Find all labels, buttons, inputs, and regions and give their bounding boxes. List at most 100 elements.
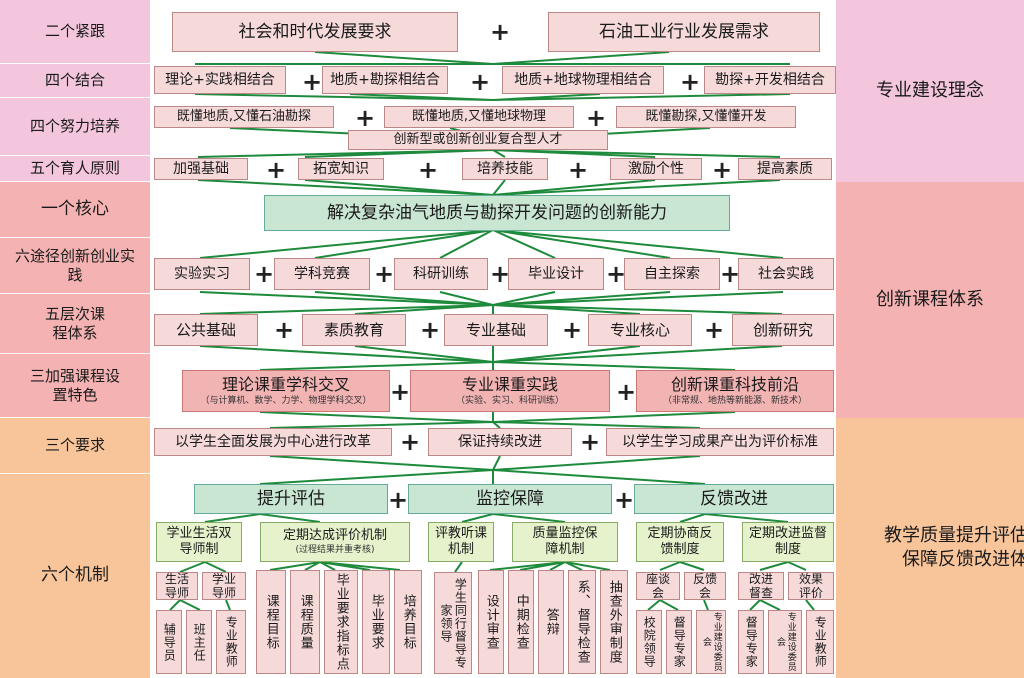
course-layer: 专业核心 — [588, 314, 692, 346]
mechanism-group: 监控保障 — [408, 484, 612, 514]
requirement-item: 以学生全面发展为中心进行改革 — [154, 428, 392, 456]
mechanism-item: 学业生活双导师制 — [156, 522, 242, 562]
left-label: 六途径创新创业实践 — [0, 238, 150, 294]
feedback-type: 反馈会 — [684, 572, 726, 600]
mechanism-title: 定期协商反馈制度 — [647, 526, 713, 557]
left-label: 三加强课程设置特色 — [0, 354, 150, 418]
plus-sign: + — [568, 156, 589, 184]
principle-item: 培养技能 — [462, 158, 548, 180]
practice-item: 学科竞赛 — [274, 258, 370, 290]
combine-item: 理论+实践相结合 — [154, 66, 286, 94]
mechanism-subtitle: (过程结果并重考核) — [295, 545, 375, 556]
feature-subtitle: （非常规、地热等新能源、新技术） — [662, 396, 807, 407]
plus-sign: + — [704, 316, 725, 344]
plus-sign: + — [616, 378, 637, 406]
mechanism-group: 提升评估 — [194, 484, 388, 514]
combine-item: 勘探+开发相结合 — [704, 66, 836, 94]
principle-item: 拓宽知识 — [298, 158, 384, 180]
feature-subtitle: （与计算机、数学、力学、物理学科交叉） — [200, 396, 372, 407]
plus-sign: + — [580, 428, 601, 456]
leaf-item: 抽查外审制度 — [600, 570, 628, 674]
plus-sign: + — [390, 378, 411, 406]
leaf-item: 专业教师 — [216, 610, 246, 674]
mechanism-title: 定期达成评价机制 — [282, 527, 387, 543]
principle-item: 加强基础 — [154, 158, 248, 180]
req-society: 社会和时代发展要求 — [172, 12, 458, 52]
left-label: 二个紧跟 — [0, 0, 150, 64]
mechanism-item: 评教听课机制 — [428, 522, 494, 562]
feature-title: 理论课重学科交叉 — [221, 375, 350, 394]
plus-sign: + — [712, 156, 733, 184]
plus-sign: + — [490, 18, 511, 46]
leaf-item: 辅导员 — [156, 610, 182, 674]
course-layer: 素质教育 — [302, 314, 406, 346]
plus-sign: + — [355, 104, 376, 132]
mechanism-item: 定期达成评价机制 (过程结果并重考核) — [260, 522, 410, 562]
req-industry: 石油工业行业发展需求 — [548, 12, 820, 52]
leaf-item: 课程目标 — [256, 570, 286, 674]
leaf-item: 设计审查 — [478, 570, 504, 674]
leaf-item: 系、督导检查 — [568, 570, 596, 674]
plus-sign: + — [720, 260, 741, 288]
plus-sign: + — [680, 68, 701, 96]
left-label: 四个努力培养 — [0, 98, 150, 156]
leaf-item: 校院领导 — [636, 610, 662, 674]
plus-sign: + — [266, 156, 287, 184]
course-layer: 创新研究 — [732, 314, 834, 346]
feature-title: 创新课重科技前沿 — [670, 375, 799, 394]
principle-item: 提高素质 — [738, 158, 832, 180]
left-label: 五个育人原则 — [0, 156, 150, 182]
left-label: 一个核心 — [0, 182, 150, 238]
plus-sign: + — [586, 104, 607, 132]
plus-sign: + — [254, 260, 275, 288]
plus-sign: + — [302, 68, 323, 96]
mechanism-item: 定期协商反馈制度 — [636, 522, 724, 562]
mechanism-group: 反馈改进 — [634, 484, 834, 514]
mechanism-item: 定期改进监督制度 — [742, 522, 834, 562]
right-label-quality: 教学质量提升评估监控保障反馈改进体系 — [884, 524, 1024, 570]
plus-sign: + — [490, 260, 511, 288]
right-label-curriculum: 创新课程体系 — [876, 288, 984, 310]
leaf-item: 答辩 — [538, 570, 564, 674]
principle-item: 激励个性 — [610, 158, 702, 180]
combine-item: 地质+地球物理相结合 — [502, 66, 664, 94]
leaf-item: 毕业要求指标点 — [324, 570, 358, 674]
left-label: 三个要求 — [0, 418, 150, 474]
leaf-item: 专业建设委员会 — [696, 610, 726, 674]
leaf-item: 课程质量 — [290, 570, 320, 674]
plus-sign: + — [418, 156, 439, 184]
leaf-item: 专业建设委员会 — [768, 610, 802, 674]
leaf-item: 毕业要求 — [362, 570, 390, 674]
requirement-item: 以学生学习成果产出为评价标准 — [606, 428, 834, 456]
plus-sign: + — [562, 316, 583, 344]
diagram-area: 社会和时代发展要求 + 石油工业行业发展需求 理论+实践相结合 + 地质+勘探相… — [150, 0, 836, 678]
leaf-item: 中期检查 — [508, 570, 534, 674]
cultivate-item: 既懂地质,又懂石油勘探 — [154, 106, 334, 128]
leaf-item: 班主任 — [186, 610, 212, 674]
mechanism-title: 定期改进监督制度 — [749, 526, 828, 557]
feature-theory: 理论课重学科交叉 （与计算机、数学、力学、物理学科交叉） — [182, 370, 390, 412]
plus-sign: + — [420, 316, 441, 344]
leaf-item: 督导专家 — [666, 610, 692, 674]
improve-type: 效果评价 — [788, 572, 834, 600]
left-label: 四个结合 — [0, 64, 150, 98]
left-label: 五层次课程体系 — [0, 294, 150, 354]
practice-item: 毕业设计 — [508, 258, 604, 290]
mechanism-title: 评教听课机制 — [434, 526, 487, 557]
leaf-item: 督导专家 — [738, 610, 764, 674]
plus-sign: + — [470, 68, 491, 96]
cultivate-item: 既懂勘探,又懂懂开发 — [616, 106, 796, 128]
combine-item: 地质+勘探相结合 — [322, 66, 448, 94]
requirement-item: 保证持续改进 — [428, 428, 572, 456]
plus-sign: + — [606, 260, 627, 288]
leaf-item: 专业教师 — [806, 610, 834, 674]
mechanism-title: 学业生活双导师制 — [166, 526, 232, 557]
mentor-type: 学业导师 — [202, 572, 246, 600]
course-layer: 专业基础 — [444, 314, 548, 346]
mechanism-title: 质量监控保障机制 — [532, 526, 598, 557]
course-layer: 公共基础 — [154, 314, 258, 346]
practice-item: 实验实习 — [154, 258, 250, 290]
plus-sign: + — [274, 316, 295, 344]
improve-type: 改进督查 — [738, 572, 784, 600]
practice-item: 自主探索 — [624, 258, 720, 290]
